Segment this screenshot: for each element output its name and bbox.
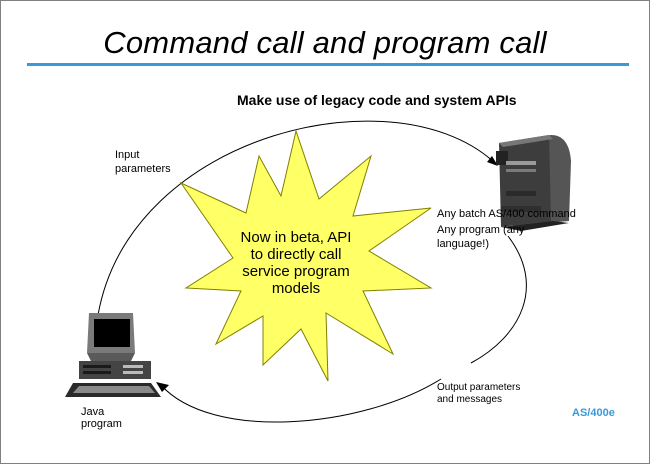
pc-computer-icon [65, 313, 161, 397]
slide-title: Command call and program call [103, 25, 547, 60]
output-label-line1: Output parameters [437, 382, 521, 393]
flow-arrowhead-top [487, 156, 498, 166]
starburst-line2: to directly call [250, 246, 342, 263]
java-label-line2: program [81, 418, 122, 430]
slide-subtitle: Make use of legacy code and system APIs [237, 92, 517, 108]
output-parameters-label: Output parameters and messages [437, 382, 520, 406]
starburst-text: Now in beta, API to directly call servic… [239, 229, 353, 297]
flow-arrowhead-bottom [156, 382, 169, 392]
input-parameters-label: Input parameters [115, 148, 171, 176]
flow-arc-top [97, 120, 498, 316]
starburst-line4: models [271, 280, 321, 297]
any-program-line1: Any program (any [437, 224, 525, 236]
any-program-label: Any program (any language!) [437, 223, 524, 251]
input-label-line2: parameters [115, 163, 171, 175]
starburst-shape [179, 129, 433, 382]
any-program-line2: language!) [437, 238, 489, 250]
java-program-label: Java program [81, 406, 122, 430]
flow-arc-right [470, 235, 527, 364]
input-label-line1: Input [115, 149, 140, 161]
starburst-line3: service program [242, 263, 350, 280]
batch-command-label: Any batch AS/400 command [437, 208, 576, 220]
brand-label: AS/400e [572, 407, 615, 419]
starburst-line1: Now in beta, API [240, 229, 352, 246]
flow-arc-bottom [160, 378, 442, 423]
as400-server-icon [496, 135, 571, 231]
title-underline [27, 63, 629, 66]
output-label-line2: and messages [437, 394, 503, 405]
java-label-line1: Java [81, 406, 105, 418]
